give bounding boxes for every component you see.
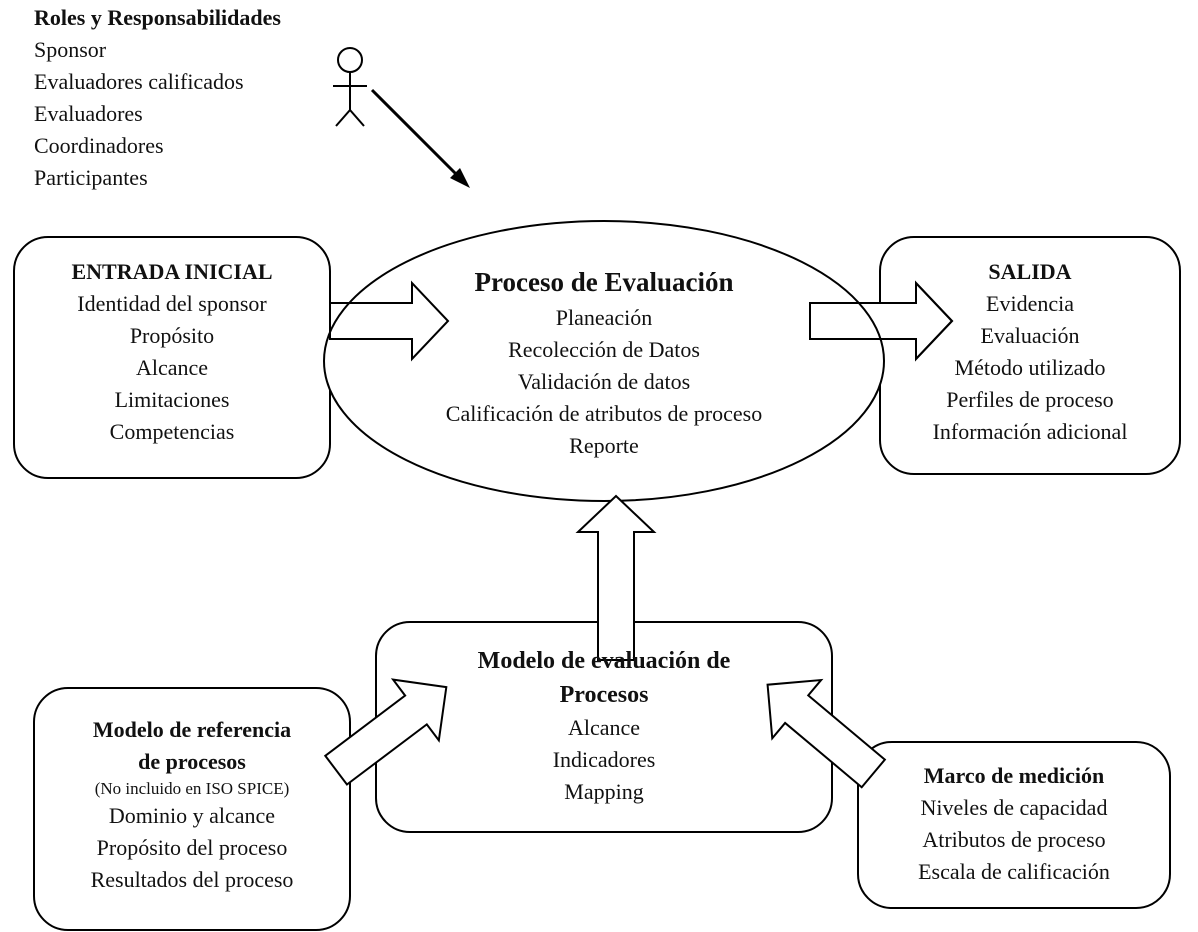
- proceso-item: Validación de datos: [517, 369, 691, 394]
- marco-text: Marco de medición Niveles de capacidad A…: [858, 760, 1170, 888]
- modelo-evaluacion-text: Modelo de evaluación de Procesos Alcance…: [376, 644, 832, 808]
- roles-block: Roles y Responsabilidades Sponsor Evalua…: [34, 2, 281, 194]
- salida-item: Evidencia: [986, 291, 1074, 316]
- roles-item: Participantes: [34, 165, 148, 190]
- proceso-item: Planeación: [555, 305, 653, 330]
- modelo-referencia-note: (No incluido en ISO SPICE): [94, 779, 290, 798]
- entrada-item: Alcance: [135, 355, 209, 380]
- modelo-referencia-box: [33, 687, 351, 931]
- salida-item: Evaluación: [980, 323, 1080, 348]
- actor-arrow: [370, 88, 470, 188]
- arrow-entrada-tip: [329, 280, 450, 362]
- modelo-evaluacion-item: Mapping: [564, 779, 644, 804]
- modelo-evaluacion-item: Indicadores: [552, 747, 656, 772]
- roles-title: Roles y Responsabilidades: [34, 5, 281, 30]
- proceso-title: Proceso de Evaluación: [474, 267, 734, 297]
- salida-title: SALIDA: [988, 259, 1072, 284]
- arrow-referencia-to-modelo: [323, 678, 448, 786]
- proceso-item: Reporte: [569, 433, 639, 458]
- entrada-item: Competencias: [109, 419, 235, 444]
- arrow-salida-tip: [809, 280, 954, 362]
- modelo-evaluacion-title-1: Modelo de evaluación de: [477, 648, 731, 674]
- proceso-ellipse: [323, 220, 885, 502]
- salida-item: Perfiles de proceso: [946, 387, 1114, 412]
- salida-text: SALIDA Evidencia Evaluación Método utili…: [880, 256, 1180, 448]
- modelo-referencia-item: Propósito del proceso: [96, 835, 288, 860]
- salida-item: Información adicional: [932, 419, 1128, 444]
- entrada-item: Identidad del sponsor: [77, 291, 267, 316]
- roles-item: Sponsor: [34, 37, 107, 62]
- proceso-item: Calificación de atributos de proceso: [445, 401, 763, 426]
- modelo-referencia-title-1: Modelo de referencia: [92, 717, 292, 742]
- roles-item: Evaluadores: [34, 101, 143, 126]
- proceso-text: Proceso de Evaluación Planeación Recolec…: [384, 262, 824, 462]
- marco-box: [857, 741, 1171, 909]
- modelo-evaluacion-title-2: Procesos: [559, 682, 649, 708]
- entrada-text: ENTRADA INICIAL Identidad del sponsor Pr…: [14, 256, 330, 448]
- marco-item: Escala de calificación: [918, 859, 1110, 884]
- proceso-item: Recolección de Datos: [508, 337, 700, 362]
- entrada-item: Limitaciones: [114, 387, 230, 412]
- arrow-marco-to-modelo: [766, 678, 887, 789]
- modelo-referencia-text: Modelo de referencia de procesos (No inc…: [34, 714, 350, 896]
- roles-item: Coordinadores: [34, 133, 164, 158]
- marco-title: Marco de medición: [923, 763, 1105, 788]
- modelo-referencia-item: Dominio y alcance: [108, 803, 276, 828]
- roles-item: Evaluadores calificados: [34, 69, 244, 94]
- modelo-referencia-title-2: de procesos: [138, 749, 246, 774]
- salida-item: Método utilizado: [954, 355, 1106, 380]
- actor-icon: [333, 47, 367, 127]
- entrada-item: Propósito: [129, 323, 215, 348]
- marco-item: Niveles de capacidad: [920, 795, 1108, 820]
- marco-item: Atributos de proceso: [922, 827, 1106, 852]
- modelo-evaluacion-item: Alcance: [567, 715, 641, 740]
- modelo-referencia-item: Resultados del proceso: [90, 867, 294, 892]
- entrada-title: ENTRADA INICIAL: [71, 259, 273, 284]
- arrow-modelo-to-proceso: [575, 494, 657, 661]
